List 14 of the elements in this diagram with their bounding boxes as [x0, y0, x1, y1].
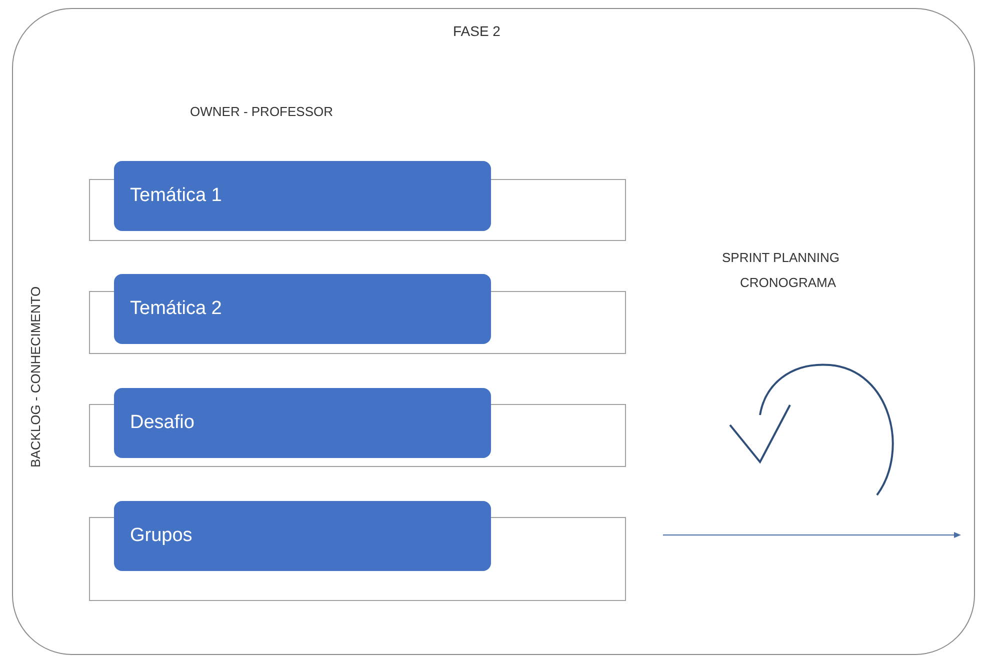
empty-box — [89, 517, 626, 601]
heading-label: CRONOGRAMA — [740, 275, 836, 290]
vertical-label: BACKLOG - CONHECIMENTO — [28, 286, 43, 468]
empty-box — [89, 404, 626, 467]
panel-title: FASE 2 — [453, 23, 500, 39]
topic-box: Temática 1 — [114, 161, 491, 231]
phase-panel — [12, 8, 975, 655]
topic-box: Temática 2 — [114, 274, 491, 344]
heading-label: OWNER - PROFESSOR — [190, 104, 334, 119]
empty-box — [89, 179, 626, 241]
heading-label: SPRINT PLANNING — [722, 250, 840, 265]
topic-box: Grupos — [114, 501, 491, 571]
topic-box: Desafio — [114, 388, 491, 458]
empty-box — [89, 291, 626, 354]
